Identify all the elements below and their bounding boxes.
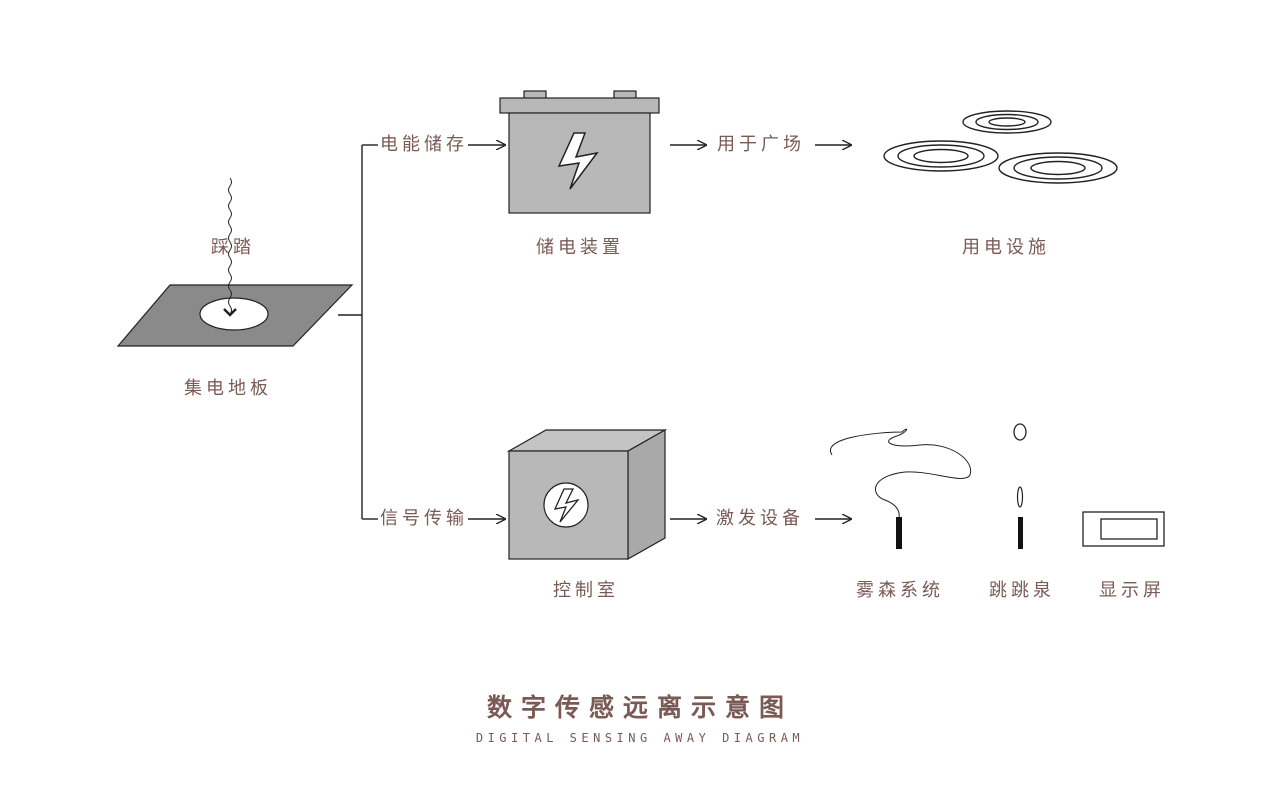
diagram-title: 数字传感远离示意图 (486, 693, 794, 722)
branch-storage-label: 电能储存 (380, 134, 468, 155)
step-wave-icon (228, 177, 232, 315)
branch-signal-label: 信号传输 (380, 508, 468, 529)
battery-icon (499, 90, 660, 214)
fountain-icon (1013, 423, 1027, 549)
display-screen-icon (1082, 511, 1165, 547)
control-room-label: 控制室 (553, 580, 619, 601)
branch-connectors (338, 144, 378, 520)
floor-plate (116, 284, 354, 347)
display-screen-label: 显示屏 (1099, 580, 1165, 601)
step-label: 踩踏 (211, 237, 255, 258)
mist-system-icon (829, 428, 972, 549)
battery-label: 储电装置 (536, 237, 624, 258)
facilities-icon (883, 110, 1118, 184)
facilities-label: 用电设施 (962, 237, 1050, 258)
mist-system-label: 雾森系统 (856, 580, 944, 601)
trigger-devices-label: 激发设备 (716, 508, 804, 529)
control-room-icon (506, 428, 668, 561)
floor-label: 集电地板 (184, 378, 272, 399)
diagram-subtitle: DIGITAL SENSING AWAY DIAGRAM (475, 731, 805, 745)
fountain-label: 跳跳泉 (989, 580, 1055, 601)
use-in-plaza-label: 用于广场 (717, 134, 805, 155)
